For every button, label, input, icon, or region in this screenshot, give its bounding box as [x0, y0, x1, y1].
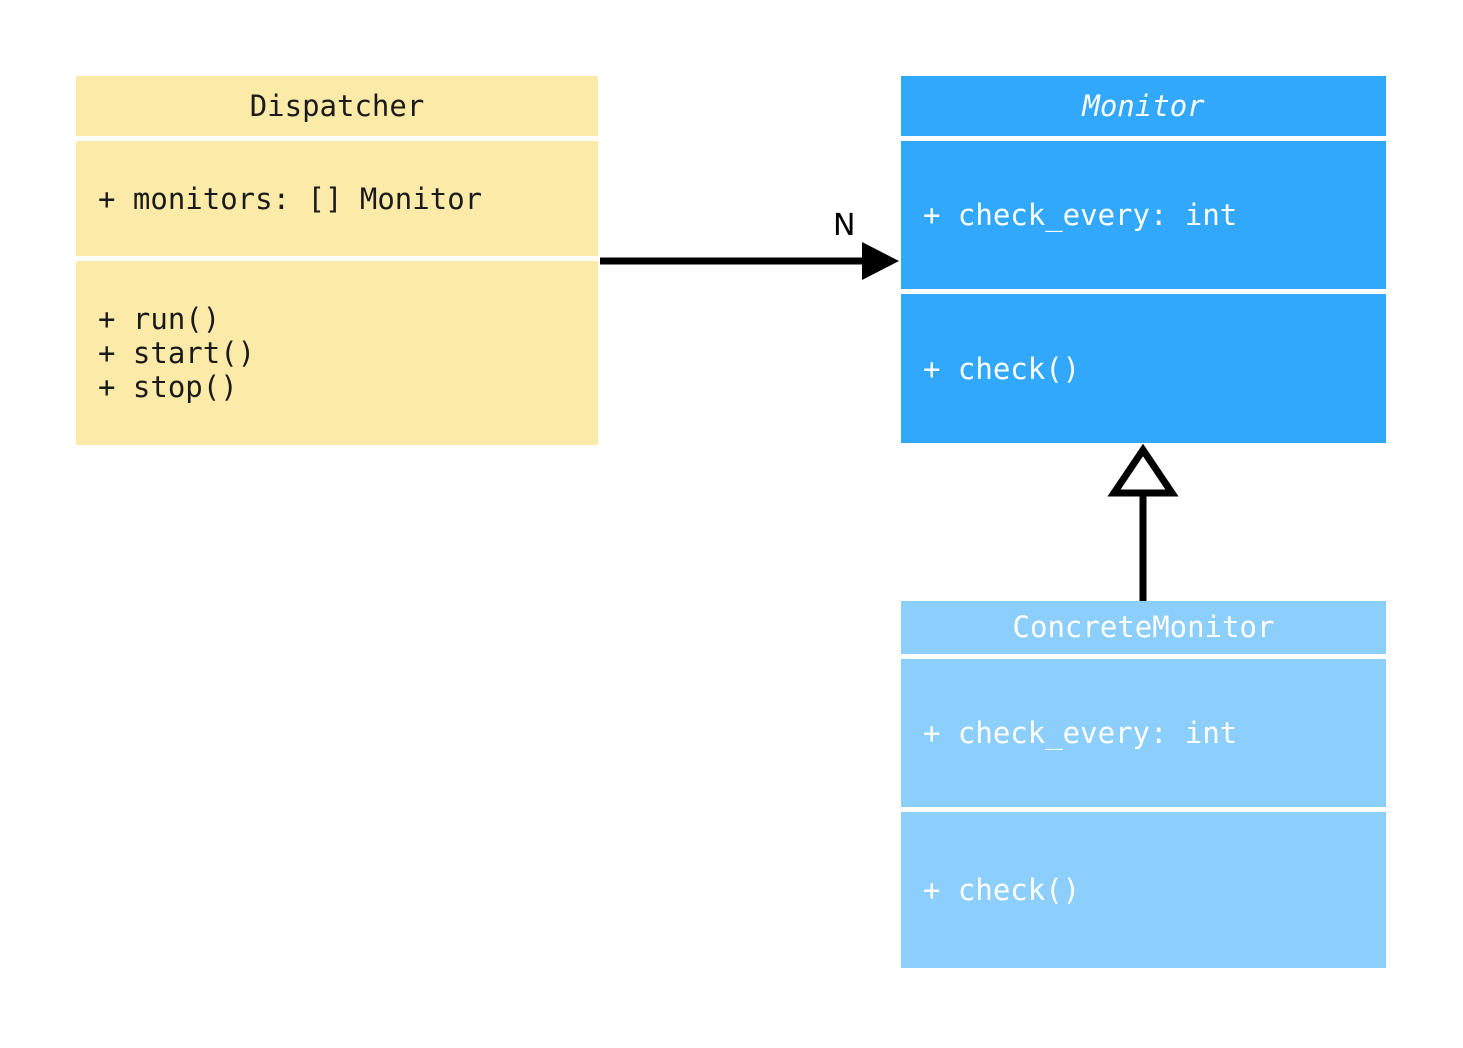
- attribute-row: + check_every: int: [923, 716, 1238, 750]
- class-methods-concretemonitor: + check(): [901, 812, 1386, 968]
- class-box-dispatcher[interactable]: Dispatcher + monitors: [] Monitor + run(…: [76, 76, 598, 445]
- generalization-concretemonitor-to-monitor: [1107, 443, 1179, 601]
- method-row: + check(): [923, 351, 1081, 386]
- method-row: + start(): [98, 336, 256, 370]
- class-title-monitor: Monitor: [1082, 88, 1205, 123]
- class-divider: [901, 807, 1386, 812]
- method-row: + run(): [98, 302, 221, 336]
- association-multiplicity-label: N: [833, 208, 856, 243]
- class-divider: [901, 289, 1386, 294]
- association-arrowhead-icon: [862, 242, 899, 280]
- class-attributes-monitor: + check_every: int: [901, 141, 1386, 289]
- class-divider: [76, 256, 598, 261]
- class-box-monitor[interactable]: Monitor + check_every: int + check(): [901, 76, 1386, 443]
- class-title-dispatcher: Dispatcher: [249, 88, 425, 123]
- class-attributes-dispatcher: + monitors: [] Monitor: [76, 141, 598, 256]
- class-attributes-concretemonitor: + check_every: int: [901, 659, 1386, 807]
- class-methods-monitor: + check(): [901, 294, 1386, 443]
- class-methods-dispatcher: + run() + start() + stop(): [76, 261, 598, 445]
- generalization-triangle-icon: [1107, 443, 1179, 497]
- method-row: + check(): [923, 873, 1081, 907]
- class-divider: [901, 136, 1386, 141]
- class-divider: [76, 136, 598, 141]
- class-divider: [901, 654, 1386, 659]
- attribute-row: + check_every: int: [923, 198, 1238, 232]
- method-row: + stop(): [98, 370, 238, 404]
- class-box-concretemonitor[interactable]: ConcreteMonitor + check_every: int + che…: [901, 601, 1386, 968]
- attribute-row: + monitors: [] Monitor: [98, 181, 483, 216]
- association-dispatcher-to-monitor: [600, 242, 899, 280]
- class-title-concretemonitor: ConcreteMonitor: [1012, 610, 1275, 644]
